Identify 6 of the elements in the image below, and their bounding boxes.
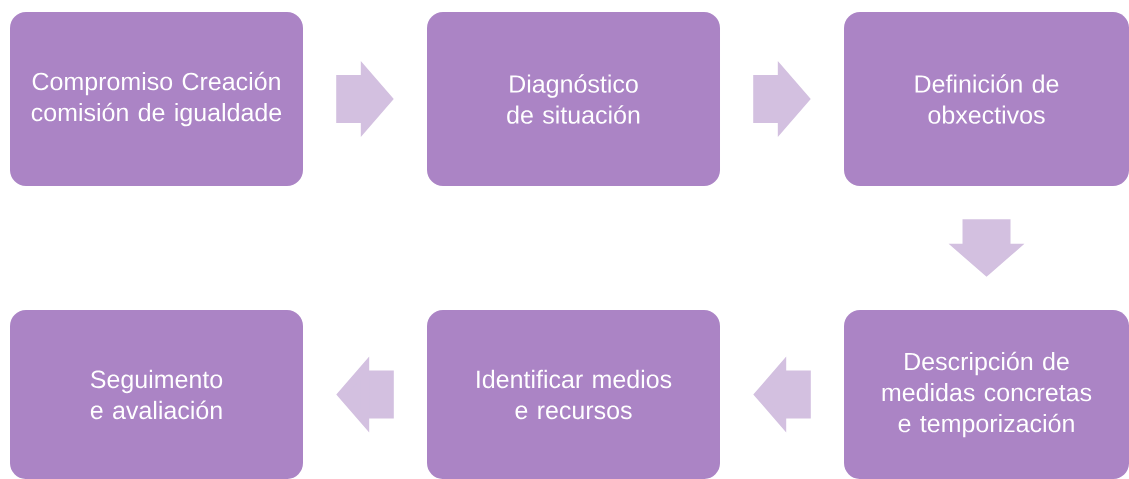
process-box: Definición de obxectivos — [844, 12, 1129, 186]
process-box: Descripción de medidas concretas e temporización — [844, 310, 1129, 479]
process-box: Compromiso Creación comisión de igualdade — [10, 12, 303, 186]
process-box: Seguimento e avaliación — [10, 310, 303, 479]
process-box: Diagnóstico de situación — [427, 12, 720, 186]
process-box: Identificar medios e recursos — [427, 310, 720, 479]
